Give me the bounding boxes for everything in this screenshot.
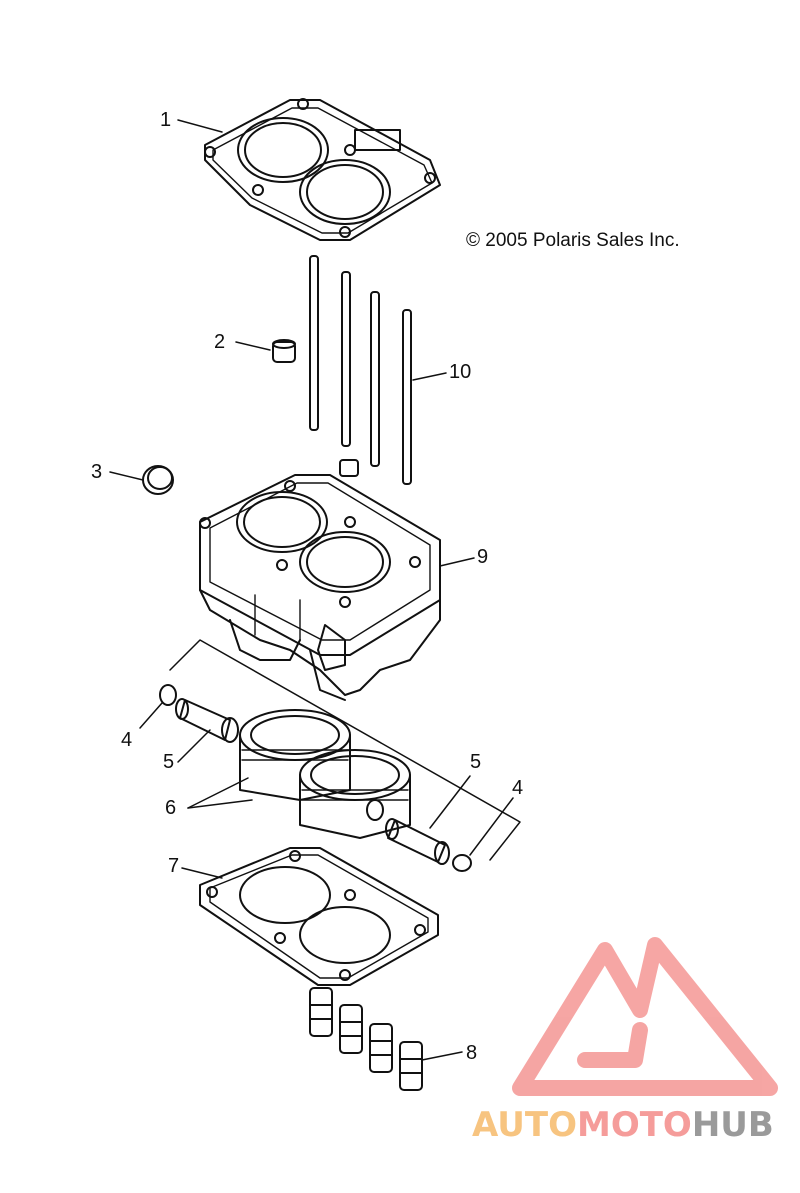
callout-4-right: 4 xyxy=(512,777,524,799)
cylinder-block xyxy=(199,474,441,701)
watermark-part-hub: HUB xyxy=(691,1105,774,1145)
copyright-text: © 2005 Polaris Sales Inc. xyxy=(466,230,680,251)
callout-2: 2 xyxy=(214,331,226,353)
dowel-sleeves xyxy=(309,987,423,1091)
watermark-text: AUTOMOTOHUB xyxy=(472,1106,774,1144)
callout-7: 7 xyxy=(168,855,180,877)
callout-1: 1 xyxy=(160,109,172,131)
dowel-pin xyxy=(272,339,296,363)
cylinder-studs xyxy=(309,255,412,485)
base-gasket xyxy=(199,847,439,986)
callout-3: 3 xyxy=(91,461,103,483)
plug-cap xyxy=(142,465,174,495)
callout-9: 9 xyxy=(477,546,489,568)
pistons xyxy=(239,709,411,839)
callout-10: 10 xyxy=(449,361,472,383)
wrist-pin-right xyxy=(385,818,450,865)
callout-8: 8 xyxy=(466,1042,478,1064)
wrist-pin-left xyxy=(175,698,239,743)
callout-4-left: 4 xyxy=(121,729,133,751)
watermark-logo-icon xyxy=(512,937,778,1096)
callout-5-right: 5 xyxy=(470,751,482,773)
head-gasket-top xyxy=(204,98,441,241)
callout-6: 6 xyxy=(165,797,177,819)
watermark-part-auto: AUTO xyxy=(472,1105,577,1145)
callout-5-left: 5 xyxy=(163,751,175,773)
watermark-part-moto: MOTO xyxy=(576,1105,692,1145)
